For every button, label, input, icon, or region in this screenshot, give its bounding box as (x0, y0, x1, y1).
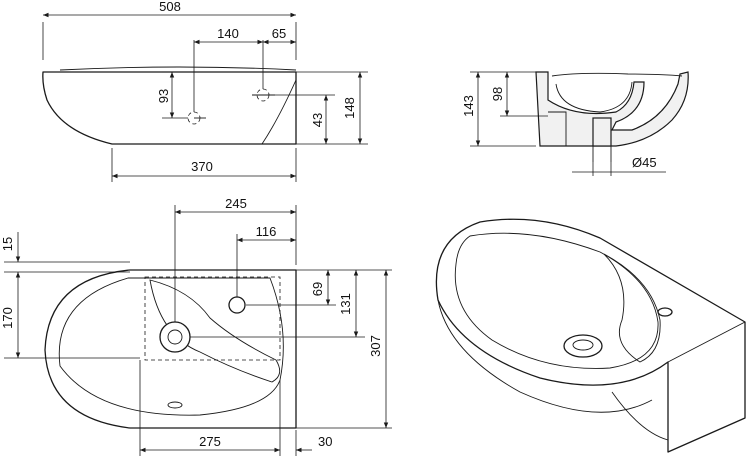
dim-label-69: 69 (310, 282, 325, 296)
iso-rim-edge (437, 299, 653, 413)
iso-inner-bowl (454, 232, 659, 369)
top-tap-platform (144, 276, 281, 361)
dim-label-65: 65 (272, 26, 286, 41)
front-view: 508 140 65 93 43 148 370 (42, 0, 368, 182)
section-drain (592, 117, 612, 147)
dim-label-148: 148 (342, 97, 357, 119)
isometric-view (435, 218, 746, 453)
iso-side-contour (611, 391, 669, 441)
section-profile (535, 71, 689, 147)
dim-label-43: 43 (310, 113, 325, 127)
dim-label-116: 116 (256, 224, 277, 239)
dim-label-143: 143 (461, 95, 476, 117)
dim-label-508: 508 (159, 0, 181, 14)
dim-label-131: 131 (338, 293, 353, 315)
section-inner-basin (551, 72, 683, 77)
top-overflow (167, 401, 183, 409)
front-back-curve (261, 79, 297, 145)
iso-outer-top (435, 218, 746, 453)
iso-drain-inner (572, 339, 594, 351)
top-view: 245 116 15 170 69 131 307 275 30 (0, 196, 392, 456)
section-overflow (548, 111, 567, 146)
dim-label-30: 30 (318, 434, 332, 449)
iso-shelf (603, 253, 661, 363)
front-tap-hole-left (187, 111, 201, 125)
top-inner-bowl (58, 277, 284, 416)
section-inner-bowl (555, 81, 633, 113)
front-rim-top (59, 66, 297, 71)
dim-label-370: 370 (191, 159, 213, 174)
dim-label-170: 170 (0, 307, 15, 329)
front-basin-outline (42, 71, 297, 145)
dim-label-245: 245 (225, 196, 247, 211)
iso-tap-hole (657, 307, 673, 317)
top-tap-hole (228, 296, 246, 314)
section-view: 143 98 Ø45 (461, 71, 689, 176)
iso-back-face (667, 321, 746, 363)
dim-label-diameter: Ø45 (632, 155, 657, 170)
dim-label-275: 275 (199, 434, 221, 449)
dim-label-93: 93 (156, 89, 171, 103)
dim-label-15: 15 (0, 237, 15, 251)
dim-label-307: 307 (368, 335, 383, 357)
iso-drain-outer (563, 334, 603, 358)
top-basin-outline (44, 269, 297, 429)
top-drain-inner (167, 329, 183, 345)
top-drain-outer (159, 321, 191, 353)
dim-label-98: 98 (490, 87, 505, 101)
dim-label-140: 140 (217, 26, 239, 41)
